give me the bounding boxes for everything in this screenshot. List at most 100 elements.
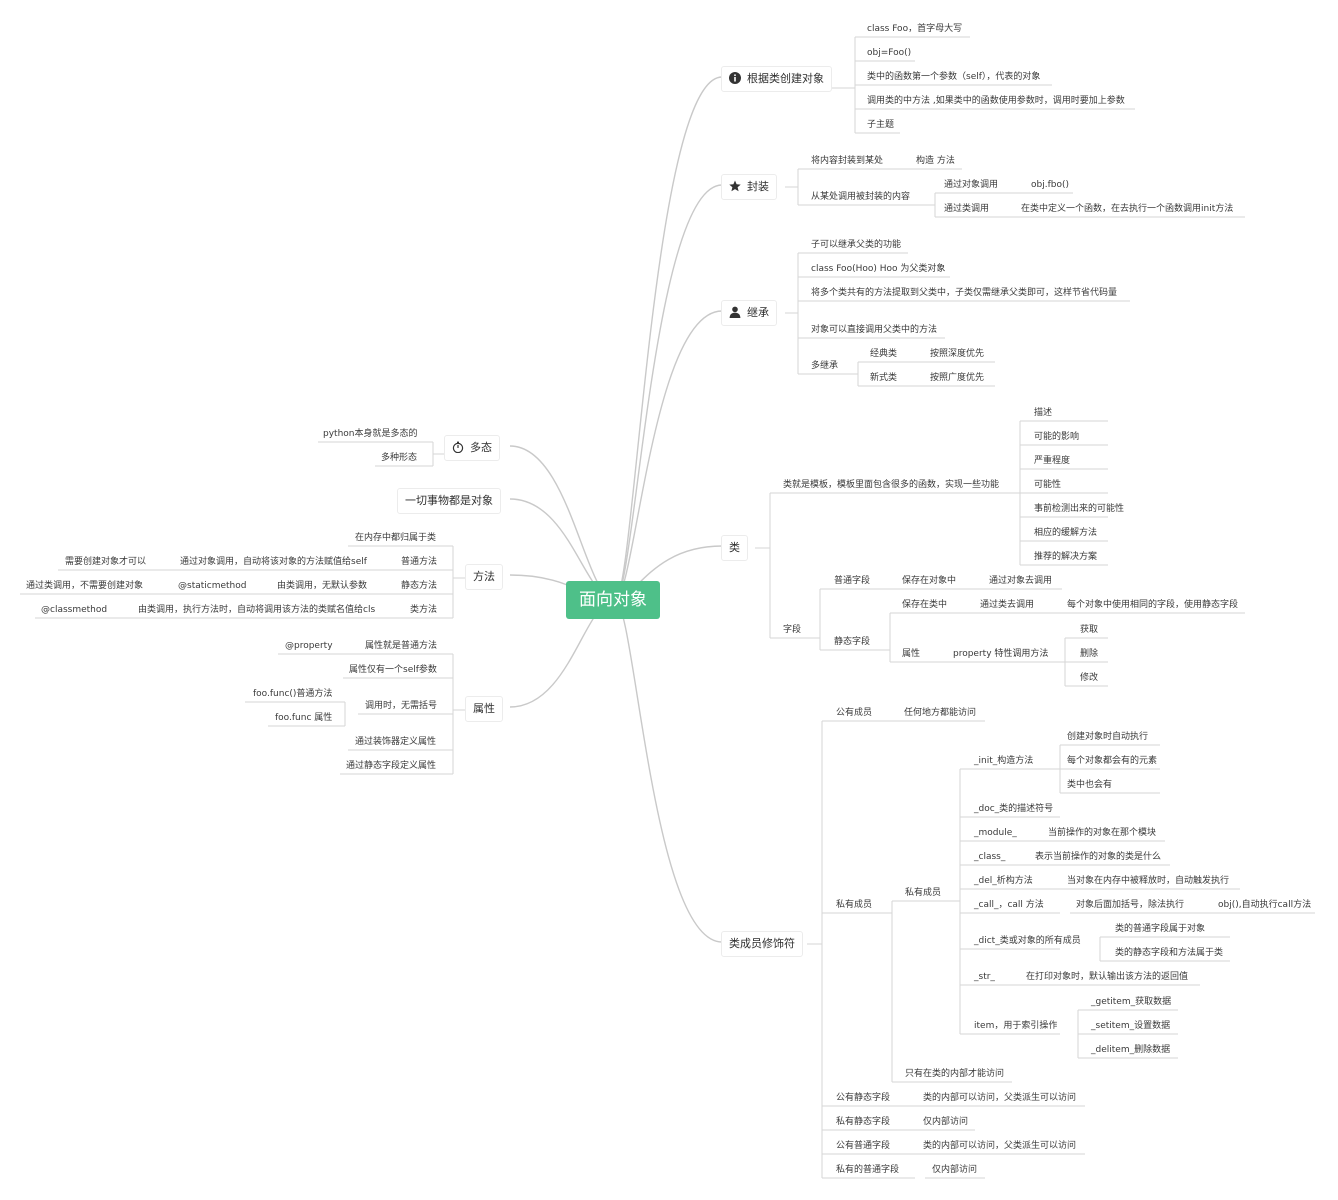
create-item-3[interactable]: 类中的函数第一个参数（self），代表的对象 — [867, 72, 1041, 82]
mod-priv-static-detail[interactable]: 仅内部访问 — [923, 1117, 969, 1127]
class-static-field[interactable]: 静态字段 — [834, 637, 871, 647]
mod-pub-normal[interactable]: 公有普通字段 — [836, 1141, 891, 1151]
branch-member-modifiers[interactable]: 类成员修饰符 — [721, 931, 803, 957]
branch-properties[interactable]: 属性 — [465, 696, 503, 722]
class-template-item-7[interactable]: 推荐的解决方案 — [1034, 552, 1098, 562]
branch-encapsulation[interactable]: 封装 — [721, 174, 777, 200]
poly-item-1[interactable]: python本身就是多态的 — [323, 429, 418, 439]
inherit-newstyle[interactable]: 新式类 — [870, 373, 898, 383]
mod-pub-normal-detail[interactable]: 类的内部可以访问，父类派生可以访问 — [923, 1141, 1077, 1151]
mod-item[interactable]: item，用于索引操作 — [974, 1021, 1058, 1031]
mod-module-detail[interactable]: 当前操作的对象在那个模块 — [1048, 828, 1157, 838]
class-static-store[interactable]: 保存在类中 — [902, 600, 948, 610]
branch-create-object[interactable]: 根据类创建对象 — [721, 66, 832, 92]
branch-everything-is-object[interactable]: 一切事物都是对象 — [397, 488, 501, 514]
mod-doc[interactable]: _doc_类的描述符号 — [974, 804, 1054, 814]
mod-class[interactable]: _class_ — [974, 852, 1006, 862]
inherit-item-3[interactable]: 将多个类共有的方法提取到父类中，子类仅需继承父类即可，这样节省代码量 — [811, 288, 1118, 298]
inherit-newstyle-detail[interactable]: 按照广度优先 — [930, 373, 985, 383]
create-item-2[interactable]: obj=Foo() — [867, 48, 912, 58]
mod-private[interactable]: 私有成员 — [836, 900, 873, 910]
mod-call-detail[interactable]: 对象后面加括号，除法执行 — [1076, 900, 1185, 910]
class-template-item-6[interactable]: 相应的缓解方法 — [1034, 528, 1098, 538]
branch-class[interactable]: 类 — [721, 535, 748, 561]
inherit-item-4[interactable]: 对象可以直接调用父类中的方法 — [811, 325, 938, 335]
mod-call[interactable]: _call_，call 方法 — [974, 900, 1044, 910]
encap-store-detail[interactable]: 构造 方法 — [916, 156, 955, 166]
mod-dict-item-2[interactable]: 类的静态字段和方法属于类 — [1115, 948, 1224, 958]
class-property-get[interactable]: 获取 — [1080, 625, 1099, 635]
method-classm-detail[interactable]: 由类调用，执行方法时，自动将调用该方法的类赋名值给cls — [138, 605, 376, 615]
mod-init-item-2[interactable]: 每个对象都会有的元素 — [1067, 756, 1158, 766]
mod-call-detail-2[interactable]: obj(),自动执行call方法 — [1218, 900, 1312, 910]
mod-public[interactable]: 公有成员 — [836, 708, 873, 718]
mod-init-item-3[interactable]: 类中也会有 — [1067, 780, 1113, 790]
method-static-deco[interactable]: @staticmethod — [178, 581, 247, 591]
class-attribute[interactable]: 属性 — [902, 649, 921, 659]
method-in-memory[interactable]: 在内存中都归属于类 — [355, 533, 437, 543]
encap-call[interactable]: 从某处调用被封装的内容 — [811, 192, 911, 202]
class-template-item-5[interactable]: 事前检测出来的可能性 — [1034, 504, 1125, 514]
mod-init-item-1[interactable]: 创建对象时自动执行 — [1067, 732, 1149, 742]
mod-dict[interactable]: _dict_类或对象的所有成员 — [974, 936, 1081, 946]
prop-is-method[interactable]: 属性就是普通方法 — [365, 641, 438, 651]
method-static-detail[interactable]: 由类调用，无默认参数 — [277, 581, 368, 591]
class-template-item-3[interactable]: 严重程度 — [1034, 456, 1071, 466]
mod-init[interactable]: _init_构造方法 — [974, 756, 1034, 766]
create-item-1[interactable]: class Foo，首字母大写 — [867, 24, 963, 34]
branch-methods[interactable]: 方法 — [465, 564, 503, 590]
inherit-classic[interactable]: 经典类 — [870, 349, 898, 359]
mod-priv-normal[interactable]: 私有的普通字段 — [836, 1165, 900, 1175]
class-normal-field[interactable]: 普通字段 — [834, 576, 871, 586]
prop-is-method-deco[interactable]: @property — [285, 641, 333, 651]
class-normal-store[interactable]: 保存在对象中 — [902, 576, 957, 586]
root-topic[interactable]: 面向对象 — [566, 581, 660, 619]
class-template-item-1[interactable]: 描述 — [1034, 408, 1053, 418]
prop-func-attr[interactable]: foo.func 属性 — [275, 713, 333, 723]
class-fields[interactable]: 字段 — [783, 625, 802, 635]
method-static-note[interactable]: 通过类调用，不需要创建对象 — [26, 581, 144, 591]
class-template-item-4[interactable]: 可能性 — [1034, 480, 1062, 490]
mod-del-detail[interactable]: 当对象在内存中被释放时，自动触发执行 — [1067, 876, 1230, 886]
mod-priv-normal-detail[interactable]: 仅内部访问 — [932, 1165, 978, 1175]
prop-no-parens[interactable]: 调用时，无需括号 — [365, 701, 438, 711]
mod-item-get[interactable]: _getitem_获取数据 — [1091, 997, 1172, 1007]
mod-str[interactable]: _str_ — [974, 972, 995, 982]
mod-module[interactable]: _module_ — [974, 828, 1017, 838]
mod-private-sub[interactable]: 私有成员 — [905, 888, 942, 898]
method-normal-note[interactable]: 需要创建对象才可以 — [65, 557, 147, 567]
mod-public-detail[interactable]: 任何地方都能访问 — [904, 708, 977, 718]
mod-pub-static-detail[interactable]: 类的内部可以访问，父类派生可以访问 — [923, 1093, 1077, 1103]
method-classm[interactable]: 类方法 — [410, 605, 438, 615]
prop-by-static[interactable]: 通过静态字段定义属性 — [346, 761, 437, 771]
inherit-classic-detail[interactable]: 按照深度优先 — [930, 349, 985, 359]
class-property-delete[interactable]: 删除 — [1080, 649, 1099, 659]
mod-pub-static[interactable]: 公有静态字段 — [836, 1093, 891, 1103]
method-normal-detail[interactable]: 通过对象调用，自动将该对象的方法赋值给self — [180, 557, 367, 567]
encap-store[interactable]: 将内容封装到某处 — [811, 156, 884, 166]
mod-item-set[interactable]: _setitem_设置数据 — [1091, 1021, 1171, 1031]
encap-via-obj-detail[interactable]: obj.fbo() — [1031, 180, 1069, 190]
class-template-item-2[interactable]: 可能的影响 — [1034, 432, 1080, 442]
mod-internal-only[interactable]: 只有在类的内部才能访问 — [905, 1069, 1005, 1079]
class-property-modify[interactable]: 修改 — [1080, 673, 1099, 683]
poly-item-2[interactable]: 多种形态 — [381, 453, 418, 463]
encap-via-class-detail[interactable]: 在类中定义一个函数，在去执行一个函数调用init方法 — [1021, 204, 1234, 214]
mod-priv-static[interactable]: 私有静态字段 — [836, 1117, 891, 1127]
class-static-call[interactable]: 通过类去调用 — [980, 600, 1035, 610]
branch-polymorphism[interactable]: 多态 — [444, 435, 500, 461]
class-static-note[interactable]: 每个对象中使用相同的字段，使用静态字段 — [1067, 600, 1239, 610]
class-template[interactable]: 类就是模板，模板里面包含很多的函数，实现一些功能 — [783, 480, 1000, 490]
encap-via-class[interactable]: 通过类调用 — [944, 204, 990, 214]
prop-func-call[interactable]: foo.func()普通方法 — [253, 689, 333, 699]
method-static[interactable]: 静态方法 — [401, 581, 438, 591]
inherit-item-1[interactable]: 子可以继承父类的功能 — [811, 240, 902, 250]
mod-item-del[interactable]: _delitem_删除数据 — [1091, 1045, 1171, 1055]
inherit-multi[interactable]: 多继承 — [811, 361, 839, 371]
method-classm-deco[interactable]: @classmethod — [41, 605, 108, 615]
create-item-4[interactable]: 调用类的中方法 ,如果类中的函数使用参数时，调用时要加上参数 — [867, 96, 1125, 106]
mod-class-detail[interactable]: 表示当前操作的对象的类是什么 — [1035, 852, 1162, 862]
class-property-call[interactable]: property 特性调用方法 — [953, 649, 1049, 659]
create-item-5[interactable]: 子主题 — [867, 120, 895, 130]
prop-one-self[interactable]: 属性仅有一个self参数 — [349, 665, 437, 675]
